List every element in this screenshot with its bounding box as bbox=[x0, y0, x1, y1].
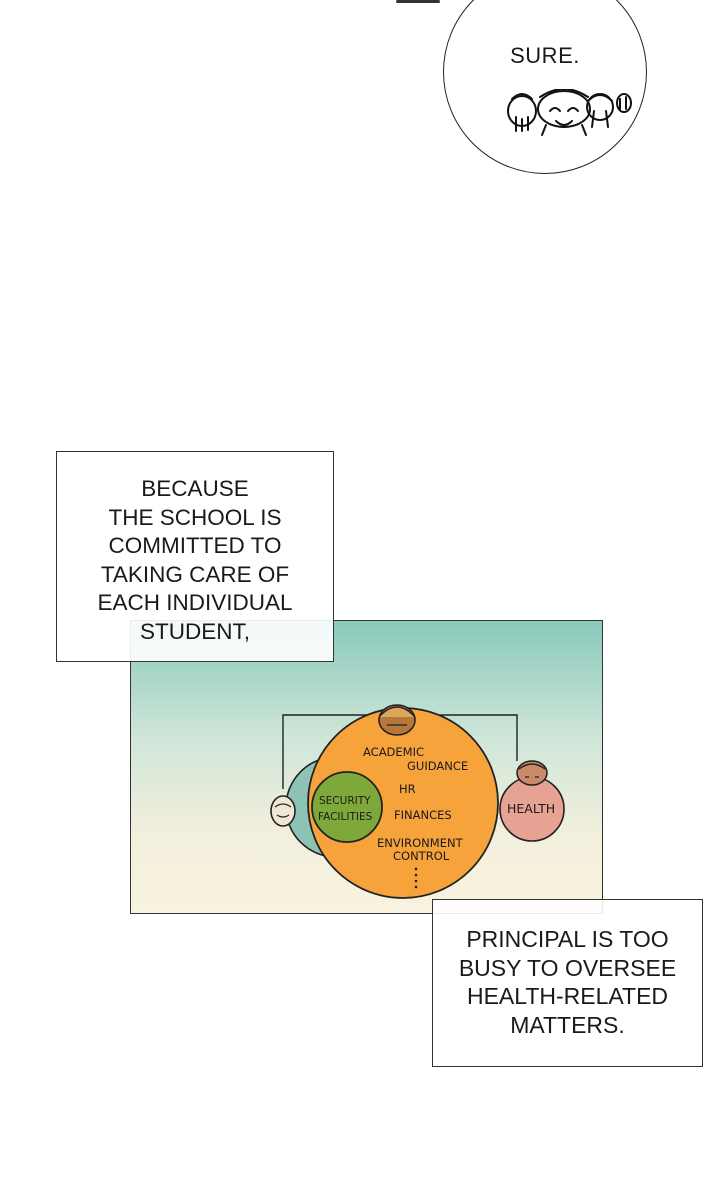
speech-bubble: SURE. bbox=[443, 0, 647, 174]
ellipsis-dots bbox=[414, 867, 418, 889]
caption-box-top: BECAUSE THE SCHOOL IS COMMITTED TO TAKIN… bbox=[56, 451, 334, 662]
comic-panel-diagram: ACADEMIC GUIDANCE HR SECURITY FACILITIES… bbox=[130, 620, 603, 914]
caption-line: COMMITTED TO bbox=[108, 533, 282, 558]
caption-line: EACH INDIVIDUAL bbox=[97, 590, 293, 615]
caption-line: MATTERS. bbox=[510, 1011, 625, 1038]
upper-bubble-tail bbox=[396, 0, 440, 3]
caption-box-bottom: PRINCIPAL IS TOO BUSY TO OVERSEE HEALTH-… bbox=[432, 899, 703, 1067]
principal-head-icon bbox=[378, 704, 416, 736]
chibi-faces-drawing bbox=[507, 89, 632, 136]
connector-right bbox=[421, 714, 518, 761]
security-circle bbox=[311, 771, 383, 843]
caption-line: HEALTH-RELATED bbox=[466, 983, 669, 1009]
label-finances: FINANCES bbox=[394, 808, 452, 822]
label-security: SECURITY bbox=[319, 795, 371, 807]
left-face-icon bbox=[270, 795, 296, 827]
label-hr: HR bbox=[399, 782, 416, 796]
label-guidance: GUIDANCE bbox=[407, 759, 468, 773]
caption-line: BECAUSE bbox=[141, 476, 249, 501]
caption-line: THE SCHOOL IS bbox=[108, 504, 282, 530]
diagram-svg: ACADEMIC GUIDANCE HR SECURITY FACILITIES… bbox=[270, 704, 565, 899]
caption-line: STUDENT, bbox=[139, 618, 250, 644]
label-facilities: FACILITIES bbox=[318, 811, 373, 823]
label-environment: ENVIRONMENT bbox=[377, 836, 464, 850]
caption-line: TAKING CARE OF bbox=[100, 561, 290, 587]
bubble-text: SURE. bbox=[510, 43, 580, 68]
label-academic: ACADEMIC bbox=[363, 745, 424, 759]
label-health: HEALTH bbox=[507, 801, 555, 816]
health-face-icon bbox=[516, 760, 548, 786]
label-control: CONTROL bbox=[393, 849, 450, 863]
connector-left bbox=[282, 714, 379, 789]
caption-line: BUSY TO OVERSEE bbox=[458, 954, 677, 981]
caption-line: PRINCIPAL IS TOO bbox=[466, 926, 669, 952]
